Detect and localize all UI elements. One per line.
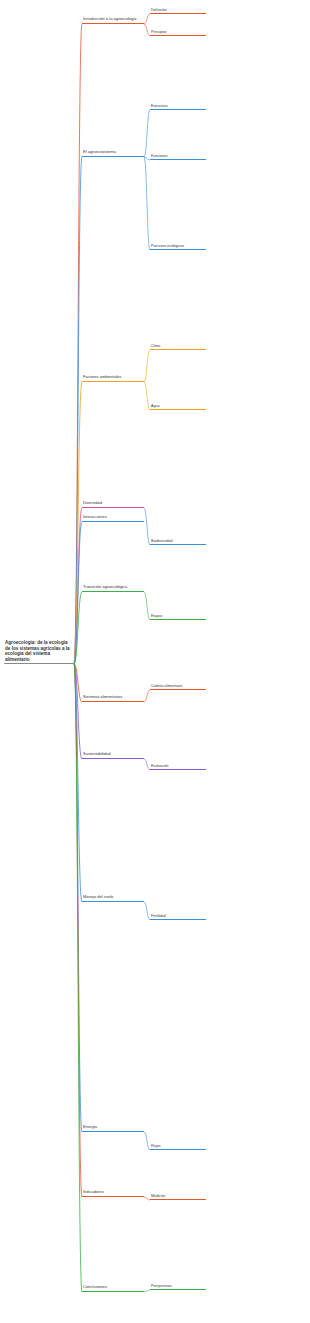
topic-text: Definición (151, 8, 205, 12)
topic-text: Indicadores (83, 1190, 143, 1195)
topic-text: Energía (83, 1125, 143, 1130)
branch-line (144, 110, 150, 157)
topic-text: Transición agroecológica (83, 585, 143, 590)
sub-topic: Etapas (150, 614, 206, 620)
branch-line (74, 508, 82, 664)
sub-topic: Biodiversidad (150, 539, 206, 545)
main-topic: Transición agroecológica (82, 585, 144, 592)
topic-text: Interacciones (83, 515, 143, 520)
topic-text: Medición (151, 1194, 205, 1198)
sub-topic: Procesos ecológicos (150, 244, 206, 250)
sub-topic: Evaluación (150, 764, 206, 770)
branch-line (144, 157, 150, 250)
sub-topic: Estructura (150, 104, 206, 110)
sub-topic: Definición (150, 8, 206, 14)
main-topic: Interacciones (82, 515, 144, 522)
topic-text: Etapas (151, 614, 205, 618)
branch-line (74, 522, 82, 664)
topic-text: Manejo del suelo (83, 895, 143, 900)
topic-text: Conclusiones (83, 1285, 143, 1290)
root-topic: Agroecologia: de la ecología de los sist… (4, 640, 74, 664)
branch-line (74, 157, 82, 664)
branch-line (144, 350, 150, 382)
branch-line (74, 592, 82, 664)
topic-text: Procesos ecológicos (151, 244, 205, 248)
main-topic: Diversidad (82, 501, 144, 508)
topic-text: Fertilidad (151, 914, 205, 918)
topic-text: Sustentabilidad (83, 752, 143, 757)
topic-text: Flujos (151, 1144, 205, 1148)
branch-line (74, 382, 82, 664)
topic-text: Funciones (151, 154, 205, 158)
branch-line (74, 664, 82, 1292)
branch-line (144, 14, 150, 24)
main-topic: Introducción a la agroecología (82, 17, 144, 24)
main-topic: Factores ambientales (82, 375, 144, 382)
main-topic: Indicadores (82, 1190, 144, 1197)
main-topic: Sistemas alimentarios (82, 695, 144, 702)
topic-text: Sistemas alimentarios (83, 695, 143, 700)
branch-line (74, 24, 82, 664)
topic-text: Biodiversidad (151, 539, 205, 543)
sub-topic: Fertilidad (150, 914, 206, 920)
sub-topic: Clima (150, 344, 206, 350)
sub-topic: Perspectivas (150, 1284, 206, 1290)
main-topic: Energía (82, 1125, 144, 1132)
topic-text: Clima (151, 344, 205, 348)
topic-text: Agroecologia: de la ecología de los sist… (5, 640, 73, 662)
sub-topic: Cadena alimentaria (150, 684, 206, 690)
main-topic: El agroecosistema (82, 150, 144, 157)
topic-text: Perspectivas (151, 1284, 205, 1288)
main-topic: Conclusiones (82, 1285, 144, 1292)
topic-text: Introducción a la agroecología (83, 17, 143, 22)
topic-text: Evaluación (151, 764, 205, 768)
branch-line (144, 690, 150, 702)
topic-text: Cadena alimentaria (151, 684, 205, 688)
sub-topic: Funciones (150, 154, 206, 160)
sub-topic: Medición (150, 1194, 206, 1200)
main-topic: Sustentabilidad (82, 752, 144, 759)
topic-text: Diversidad (83, 501, 143, 506)
main-topic: Manejo del suelo (82, 895, 144, 902)
topic-text: Estructura (151, 104, 205, 108)
topic-text: Factores ambientales (83, 375, 143, 380)
sub-topic: Principios (150, 30, 206, 36)
sub-topic: Agua (150, 404, 206, 410)
sub-topic: Flujos (150, 1144, 206, 1150)
branch-line (144, 1290, 150, 1292)
topic-text: El agroecosistema (83, 150, 143, 155)
topic-text: Principios (151, 30, 205, 34)
topic-text: Agua (151, 404, 205, 408)
